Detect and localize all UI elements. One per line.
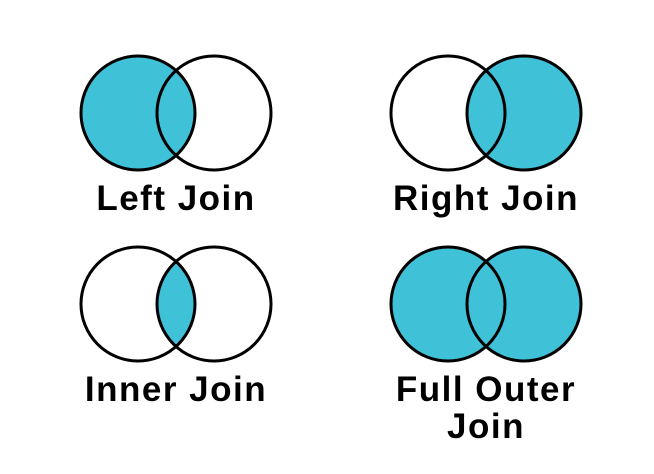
left-circle-fill: [81, 56, 195, 170]
full-outer-join-section: Full Outer Join: [388, 244, 584, 445]
right-join-section: Right Join: [388, 53, 584, 217]
venn-full-outer-join-icon: [389, 245, 583, 363]
right-join-label: Right Join: [388, 180, 584, 217]
inner-join-label: Inner Join: [78, 371, 274, 408]
left-join-label: Left Join: [78, 180, 274, 217]
full-outer-join-label: Full Outer Join: [388, 371, 584, 445]
label-line: Right Join: [392, 179, 580, 218]
left-circle-outline: [389, 245, 507, 363]
left-circle-outline: [79, 245, 197, 363]
venn-left-join-icon: [79, 54, 273, 172]
inner-join-section: Inner Join: [78, 244, 274, 408]
venn-inner-join-icon: [79, 245, 273, 363]
right-circle-fill: [467, 56, 581, 170]
intersection-fill: [157, 247, 195, 361]
label-line: Full Outer: [395, 370, 577, 409]
right-circle-outline: [155, 54, 273, 172]
left-join-section: Left Join: [78, 53, 274, 217]
right-circle-outline: [155, 245, 273, 363]
venn-right-join-icon: [389, 54, 583, 172]
right-circle-outline: [465, 245, 583, 363]
left-circle-outline: [79, 54, 197, 172]
label-line: Join: [447, 407, 525, 446]
label-line: Inner Join: [84, 370, 268, 409]
right-circle-fill: [467, 247, 581, 361]
label-line: Left Join: [96, 179, 256, 218]
left-circle-outline: [389, 54, 507, 172]
right-circle-outline: [465, 54, 583, 172]
